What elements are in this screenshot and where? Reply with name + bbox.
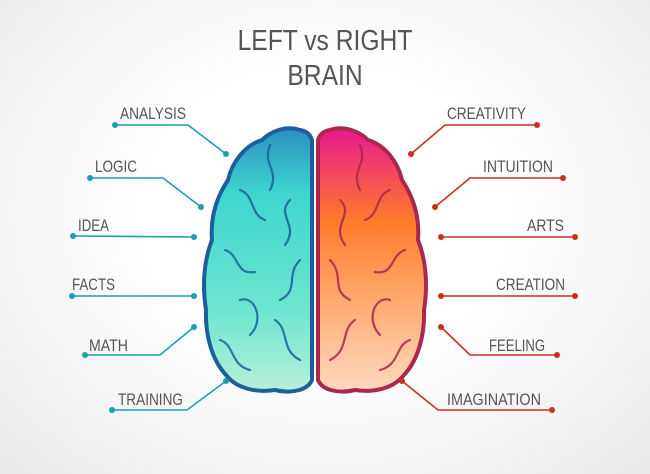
brain-illustration <box>202 126 428 394</box>
label-facts: FACTS <box>72 275 115 294</box>
right-connectors <box>401 124 575 411</box>
label-idea: IDEA <box>78 216 110 235</box>
title-line2: BRAIN <box>287 59 362 91</box>
label-training: TRAINING <box>118 390 183 409</box>
label-logic: LOGIC <box>95 157 137 176</box>
left-hemisphere <box>202 126 314 394</box>
right-folds <box>328 143 412 372</box>
title: LEFT vs RIGHT BRAIN <box>238 24 413 91</box>
label-imagination: IMAGINATION <box>447 390 541 409</box>
label-arts: ARTS <box>527 216 564 235</box>
left-labels: ANALYSIS LOGIC IDEA FACTS MATH TRAINING <box>72 104 186 409</box>
left-connectors <box>72 124 227 411</box>
right-hemisphere <box>316 126 428 394</box>
left-folds <box>218 143 302 372</box>
left-dots <box>69 122 229 413</box>
label-analysis: ANALYSIS <box>120 104 186 123</box>
label-math: MATH <box>89 336 128 355</box>
label-intuition: INTUITION <box>483 157 553 176</box>
right-dots <box>399 122 578 413</box>
right-labels: CREATIVITY INTUITION ARTS CREATION FEELI… <box>447 104 565 409</box>
title-line1: LEFT vs RIGHT <box>238 24 413 56</box>
label-creation: CREATION <box>496 275 565 294</box>
label-creativity: CREATIVITY <box>447 104 526 123</box>
label-feeling: FEELING <box>489 336 545 355</box>
